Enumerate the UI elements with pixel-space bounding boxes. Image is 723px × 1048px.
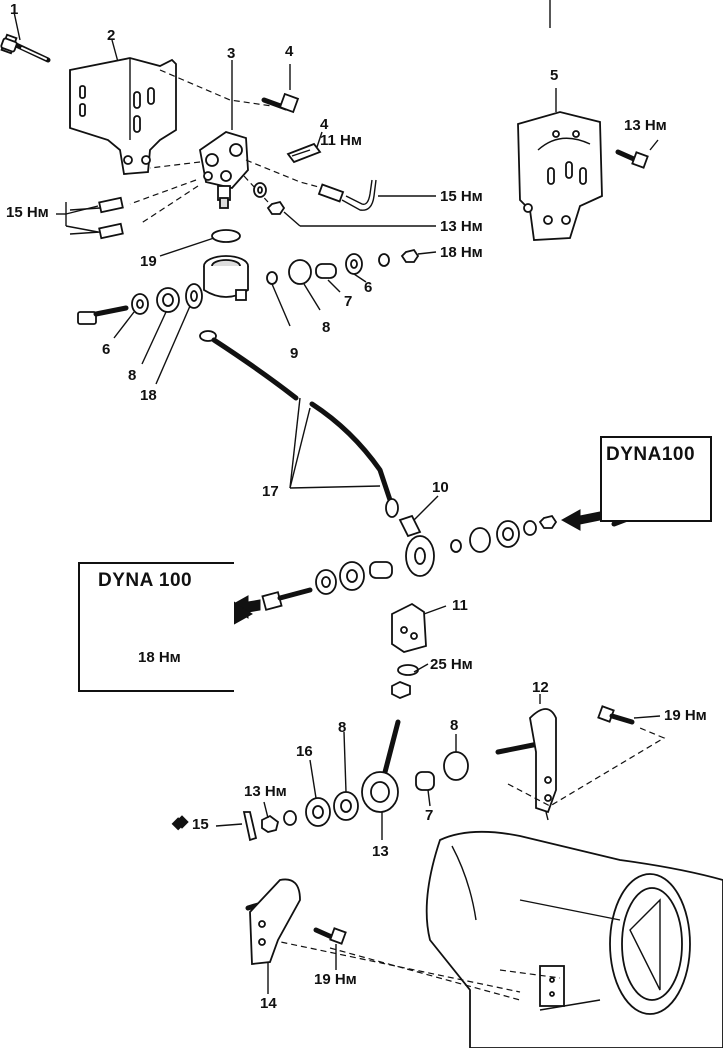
bolt-19nm-bracket14 [313,927,347,970]
callout-19: 19 [140,253,157,270]
torque-19nm-upper: 19 Нм [664,707,707,724]
joint-right-bushings [450,509,601,553]
torque-25nm: 25 Нм [430,656,473,673]
torque-13nm-bracket5: 13 Нм [624,117,667,134]
callout-14: 14 [260,995,277,1012]
callout-6-right: 6 [364,279,373,296]
part-3-valve [129,60,331,225]
brake-line-fitting-right [317,179,436,211]
torque-15nm-right: 15 Нм [440,188,483,205]
callout-7-lower: 7 [425,807,434,824]
callout-10: 10 [432,479,449,496]
callout-13-lever: 13 [372,843,389,860]
part-4-bolt [261,64,300,114]
replace-marker-diamond: ◆ [172,815,185,832]
part-2-bracket [69,39,273,175]
torque-13nm-lower: 13 Нм [244,783,287,800]
lever-housing [185,255,249,309]
callout-1: 1 [10,1,19,18]
callout-8-lower-left: 8 [338,719,347,736]
right-bushing-stack [266,248,437,327]
part-4-bleeder [286,131,323,164]
torque-15nm-left: 15 Нм [6,204,49,221]
part-5-bracket [517,88,603,241]
variant-box-right-title: DYNA100 [606,444,696,465]
torque-18nm-box: 18 Нм [138,649,181,666]
part-11-clevis [391,602,447,653]
bolt-19nm-bracket12 [597,705,661,725]
callout-11: 11 [452,597,468,614]
part-1-bolt [0,11,51,63]
callout-8-right: 8 [322,319,331,336]
torque-13nm-nut: 13 Нм [440,218,483,235]
bolt-13nm-bracket5 [615,139,659,169]
torque-11nm: 11 Нм [320,132,362,149]
callout-2: 2 [107,27,116,44]
callout-9: 9 [290,345,299,362]
part-12-bracket [495,694,666,821]
variant-box-right [600,436,712,522]
callout-12: 12 [532,679,549,696]
callout-18: 18 [140,387,157,404]
left-joint-stack [229,561,393,619]
part-13-lever [361,719,401,840]
nut-washer-25nm [391,663,429,699]
callout-8-lower-right: 8 [450,717,459,734]
callout-16: 16 [296,743,313,760]
washer-nut-13nm [253,182,436,227]
part-10-rod-end [398,495,439,577]
callout-3: 3 [227,45,236,62]
callout-7-upper: 7 [344,293,353,310]
variant-box-left [78,562,234,692]
brake-line-fittings-left [65,196,124,240]
left-bushing-stack [77,287,191,385]
callout-17: 17 [262,483,279,500]
part-19-snap-ring [159,229,241,257]
callout-6-left: 6 [102,341,111,358]
callout-4-bleeder: 4 [320,116,329,133]
torque-18nm-right: 18 Нм [440,244,483,261]
callout-4-bolt: 4 [285,43,294,60]
lower-bushings [175,731,469,842]
callout-15: 15 [192,816,209,833]
callout-8-left: 8 [128,367,137,384]
variant-box-left-title: DYNA 100 [98,570,193,591]
torque-19nm-lower: 19 Нм [314,971,357,988]
part-17-rod [199,330,399,518]
axle-housing [251,830,723,1048]
part-14-bracket [245,878,301,994]
callout-5: 5 [550,67,559,84]
